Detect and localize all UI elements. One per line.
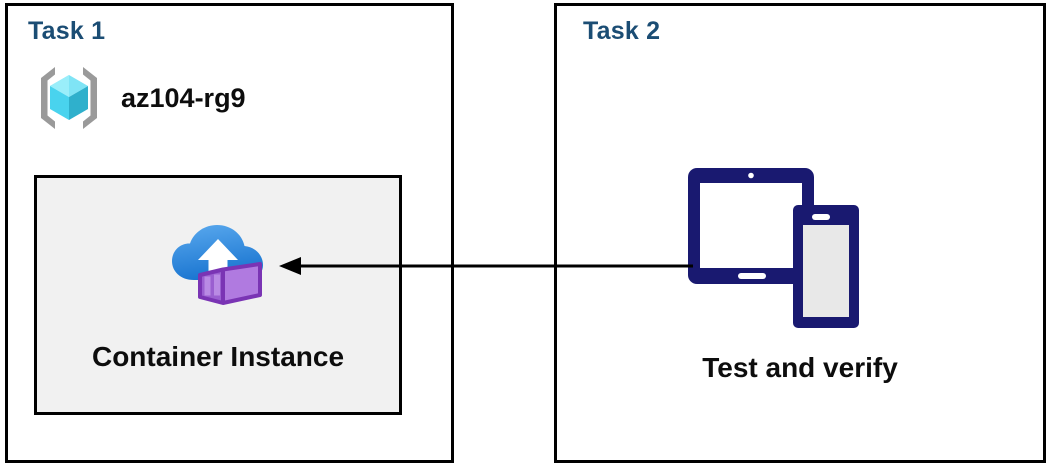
panel-task-1 — [5, 3, 454, 463]
azure-resource-group-icon — [33, 62, 105, 134]
resource-group-label: az104-rg9 — [121, 82, 246, 113]
resource-group-row: az104-rg9 — [33, 62, 246, 134]
task-2-title: Task 2 — [583, 17, 661, 45]
azure-container-instance-icon — [166, 217, 270, 313]
container-instance-label: Container Instance — [91, 341, 345, 372]
task-1-title: Task 1 — [28, 17, 106, 45]
test-and-verify-label: Test and verify — [702, 352, 898, 383]
panel-task-2 — [554, 3, 1046, 463]
container-instance-box: Container Instance — [34, 175, 402, 415]
